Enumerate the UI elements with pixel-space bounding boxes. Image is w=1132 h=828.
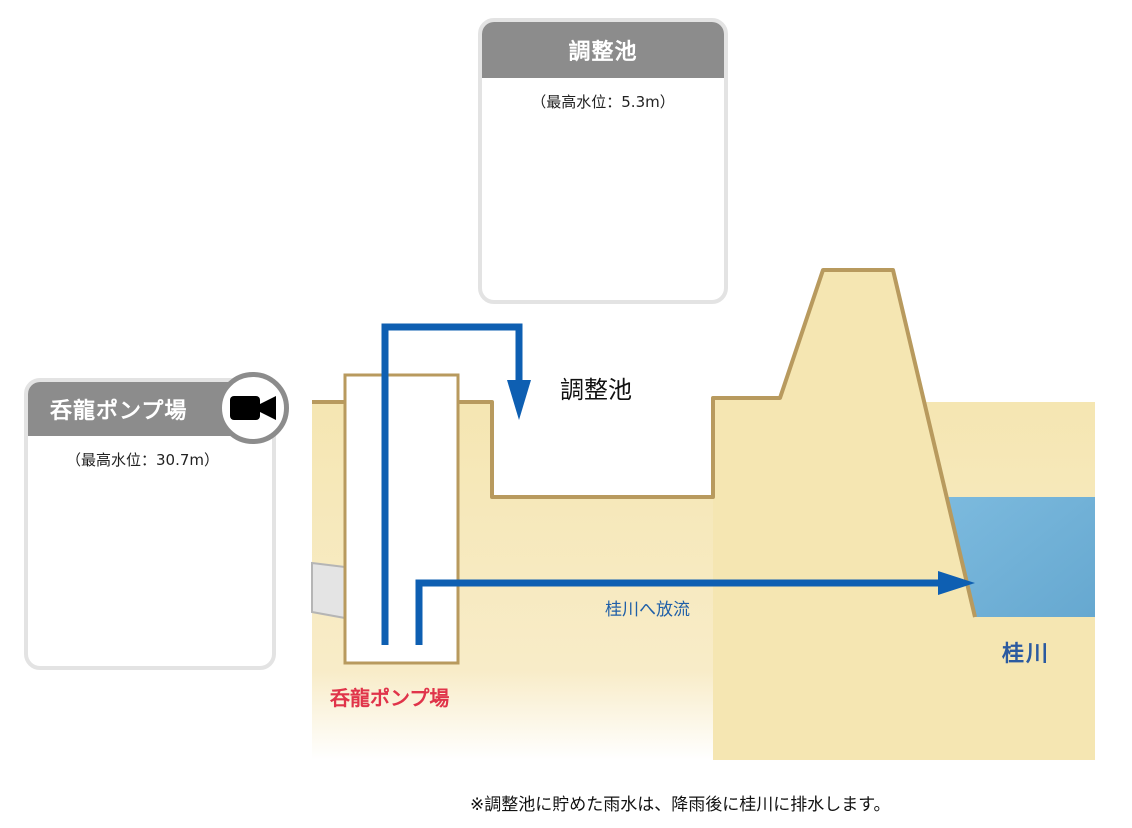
inflow-pipe: [311, 561, 346, 620]
flow-arrow-to-reservoir: [381, 323, 523, 645]
video-camera-icon: [230, 396, 276, 420]
pump-station-diagram-label: 呑龍ポンプ場: [330, 686, 450, 710]
live-camera-button[interactable]: [217, 372, 289, 444]
reservoir-card-title: 調整池: [482, 22, 724, 78]
discharge-flow-label: 桂川へ放流: [605, 600, 690, 620]
ground-outline: [312, 268, 977, 618]
reservoir-info-card[interactable]: 調整池 （最高水位：5.3m）: [478, 18, 728, 304]
pump-station-info-card[interactable]: 呑龍ポンプ場 （最高水位：30.7m）: [24, 378, 276, 670]
river-water: [945, 497, 1095, 617]
embankment: [780, 270, 1095, 760]
flow-arrow-to-river: [415, 579, 943, 645]
flow-arrowhead-down: [507, 380, 531, 420]
reservoir-max-level: （最高水位：5.3m）: [531, 93, 675, 111]
flow-arrowhead-right: [938, 571, 975, 595]
embankment-left-fill: [713, 398, 780, 760]
reservoir-basin-cutout: [492, 395, 713, 497]
pump-max-level: （最高水位：30.7m）: [66, 451, 220, 469]
reservoir-diagram-label: 調整池: [560, 376, 632, 404]
footnote: ※調整池に貯めた雨水は、降雨後に桂川に排水します。: [470, 795, 891, 815]
river-label: 桂川: [1002, 642, 1051, 667]
pump-station-shaft: [343, 373, 460, 665]
